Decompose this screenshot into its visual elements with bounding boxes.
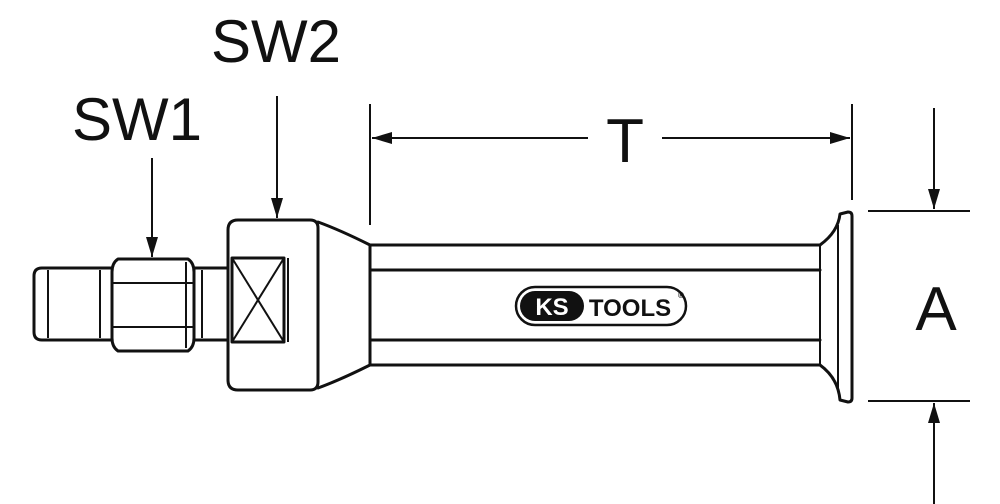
sw2-square <box>230 256 286 344</box>
collar <box>192 266 230 342</box>
sw1-callout: SW1 <box>72 86 202 257</box>
label-sw2: SW2 <box>211 8 341 75</box>
label-t: T <box>606 107 644 176</box>
sw1-hex <box>110 257 196 353</box>
label-sw1: SW1 <box>72 86 202 153</box>
ks-tools-logo: KS TOOLS ® <box>514 285 688 327</box>
threaded-tip <box>32 266 114 342</box>
handle-flare <box>818 210 854 404</box>
logo-tools: TOOLS <box>589 295 671 322</box>
logo-registered-mark: ® <box>678 291 684 300</box>
sw2-head <box>226 218 320 392</box>
sw2-callout: SW2 <box>211 8 341 218</box>
logo-ks: KS <box>535 294 568 321</box>
tool-body <box>32 210 854 404</box>
a-dimension: A <box>868 108 970 504</box>
label-a: A <box>915 275 957 344</box>
t-dimension: T <box>369 104 853 225</box>
